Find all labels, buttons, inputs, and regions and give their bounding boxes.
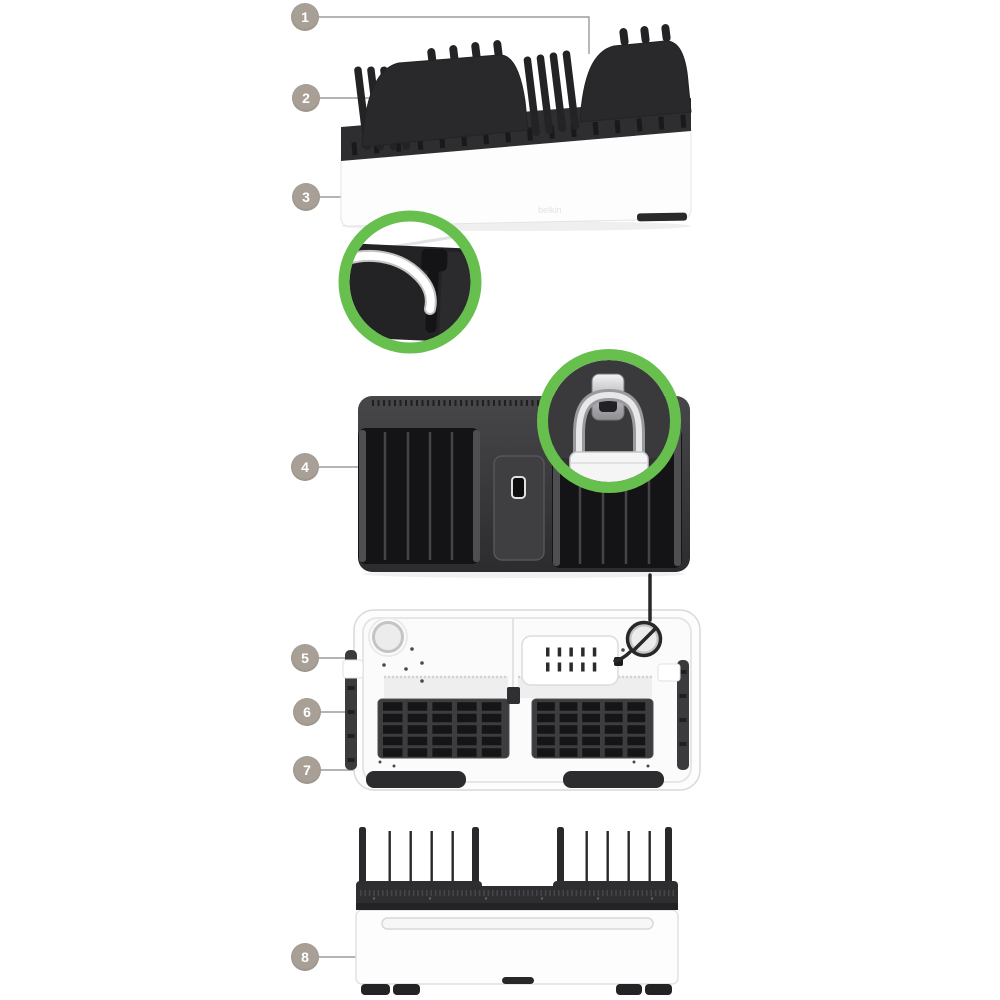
callout-3-number: 3 xyxy=(302,189,310,205)
left-vent-panel xyxy=(358,428,480,564)
white-cable-highlight xyxy=(349,251,435,313)
green-highlight-ring-cable xyxy=(338,210,482,354)
front-feet xyxy=(361,984,672,995)
screw-holes xyxy=(378,647,650,768)
front-bottom-slot xyxy=(502,977,534,984)
callout-6-number: 6 xyxy=(303,704,311,720)
callout-5-number: 5 xyxy=(301,650,309,666)
front-panel-view xyxy=(355,827,679,995)
callout-2: 2 xyxy=(292,84,320,112)
tray-foot-left xyxy=(366,771,466,788)
callout-1: 1 xyxy=(291,3,319,31)
callout-2-number: 2 xyxy=(302,90,310,106)
divider-pins xyxy=(359,827,672,892)
white-tab-left xyxy=(342,659,364,679)
grid-center-clip xyxy=(507,687,520,704)
security-panel xyxy=(493,455,545,561)
cable-clip-detail xyxy=(338,210,482,354)
cable-well-left xyxy=(372,621,404,653)
cable-storage-grid xyxy=(377,687,654,759)
callout-8: 8 xyxy=(291,943,319,971)
cable-well-left-ring xyxy=(368,617,408,657)
security-lock-slot xyxy=(511,476,526,499)
callout-7: 7 xyxy=(293,756,321,784)
padlock-detail xyxy=(537,349,681,493)
side-rails xyxy=(342,650,689,770)
white-tab-right xyxy=(657,663,681,682)
right-wide-divider xyxy=(579,40,692,123)
tray-foot-right xyxy=(563,771,664,788)
leader-line-1 xyxy=(319,16,590,54)
callout-4: 4 xyxy=(291,453,319,481)
callout-5: 5 xyxy=(291,644,319,672)
front-tray-slot xyxy=(381,917,654,930)
front-vent-band xyxy=(356,881,678,910)
top-perspective-view: belkin xyxy=(340,24,692,231)
internal-tray-view xyxy=(342,573,701,791)
callout-4-number: 4 xyxy=(301,459,309,475)
callout-7-number: 7 xyxy=(303,762,311,778)
callout-1-number: 1 xyxy=(301,9,309,25)
brand-mark: belkin xyxy=(538,205,562,215)
comb-strip-left xyxy=(384,676,508,698)
base-foot-strip xyxy=(636,212,688,222)
callout-8-number: 8 xyxy=(301,949,309,965)
callout-6: 6 xyxy=(293,698,321,726)
power-cable xyxy=(613,573,663,663)
callout-3: 3 xyxy=(292,183,320,211)
right-divider-fins xyxy=(523,24,671,137)
left-wide-divider xyxy=(361,54,529,148)
usb-power-strip xyxy=(521,635,623,686)
green-highlight-ring-lock xyxy=(537,349,681,493)
padlock-shackle-highlight xyxy=(576,391,642,458)
